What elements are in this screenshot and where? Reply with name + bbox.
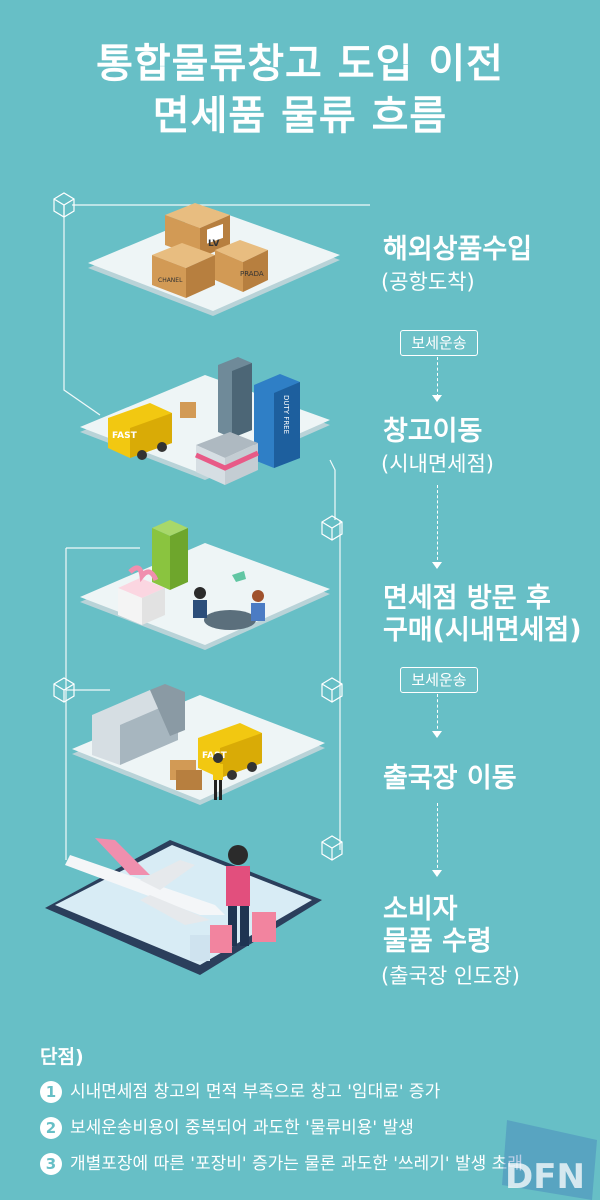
page-title-line1: 통합물류창고 도입 이전 [96,41,504,87]
platform-receive [45,838,322,975]
cube-icon [321,677,343,703]
step-receive-title: 소비자 [383,894,458,925]
step-receive-title-2: 물품 수령 [383,926,492,957]
cube-icon [53,677,75,703]
box-brand-chanel: CHANEL [158,277,183,284]
truck-icon: FAST [108,403,172,460]
cube-icon [321,515,343,541]
disadvantage-text: 개별포장에 따른 '포장비' 증가는 물론 과도한 '쓰레기' 발생 초래 [70,1154,523,1174]
shopping-bag-icon [190,912,276,961]
disadvantage-text: 시내면세점 창고의 면적 부족으로 창고 '임대료' 증가 [70,1082,441,1102]
disadvantage-item: 3 개별포장에 따른 '포장비' 증가는 물론 과도한 '쓰레기' 발생 초래 [40,1152,523,1176]
box-brand-prada: PRADA [240,270,264,278]
box-brand-lv: LV [208,239,219,249]
meeting-people-icon [193,571,265,630]
flow-dash [437,357,438,397]
platform-warehouse: DUTY FREE FAST [80,357,330,485]
step-import-sub: (공항도착) [381,270,475,294]
number-badge: 3 [40,1153,62,1175]
box-icon: PRADA [215,240,268,292]
shopper-icon [226,845,250,946]
flow-dash [437,803,438,873]
platform-departure: FAST [72,684,325,805]
airplane-icon [65,838,225,925]
gift-box-green-icon [152,520,188,590]
disadvantage-text: 보세운송비용이 중복되어 과도한 '물류비용' 발생 [70,1118,414,1138]
cube-icon [53,192,75,218]
handcart-icon [180,402,196,418]
step-import-title: 해외상품수입 [383,234,533,265]
flow-dash [437,485,438,565]
disadvantages-title: 단점) [40,1046,84,1068]
transport-badge-1: 보세운송 [400,330,478,356]
platform-import: LV CHANEL PRADA [88,203,340,316]
cube-icon [321,835,343,861]
truck-label: FAST [112,431,138,441]
flow-arrow-icon [432,870,442,877]
step-warehouse-title: 창고이동 [383,416,483,447]
pallet-boxes-icon [170,760,202,790]
store-icon [194,432,260,485]
connector-lines [63,204,370,860]
disadvantage-item: 2 보세운송비용이 중복되어 과도한 '물류비용' 발생 [40,1116,414,1140]
page-title-line2: 면세품 물류 흐름 [152,93,448,139]
step-receive-sub: (출국장 인도장) [381,964,520,988]
cube-icons [53,192,343,861]
flow-dash [437,694,438,734]
disadvantage-item: 1 시내면세점 창고의 면적 부족으로 창고 '임대료' 증가 [40,1080,440,1104]
building-icon [218,357,252,438]
platform-purchase [80,520,330,650]
duty-free-tower-icon: DUTY FREE [254,374,300,468]
flow-arrow-icon [432,562,442,569]
watermark-logo-text: DFN [505,1157,585,1197]
tower-label: DUTY FREE [282,395,290,434]
step-departure-title: 출국장 이동 [383,763,517,794]
warehouse-building-icon [92,684,185,765]
flow-arrow-icon [432,395,442,402]
number-badge: 1 [40,1081,62,1103]
transport-badge-2: 보세운송 [400,667,478,693]
worker-icon [213,753,223,800]
flow-arrow-icon [432,731,442,738]
step-purchase-title-2: 구매(시내면세점) [383,615,582,646]
box-icon: CHANEL [152,243,215,298]
step-purchase-title: 면세점 방문 후 [383,583,551,614]
number-badge: 2 [40,1117,62,1139]
dfn-logo-watermark: DFN [502,1120,597,1200]
gift-box-pink-icon [118,565,165,625]
step-warehouse-sub: (시내면세점) [381,452,494,476]
page-title: 통합물류창고 도입 이전 면세품 물류 흐름 [0,38,600,142]
